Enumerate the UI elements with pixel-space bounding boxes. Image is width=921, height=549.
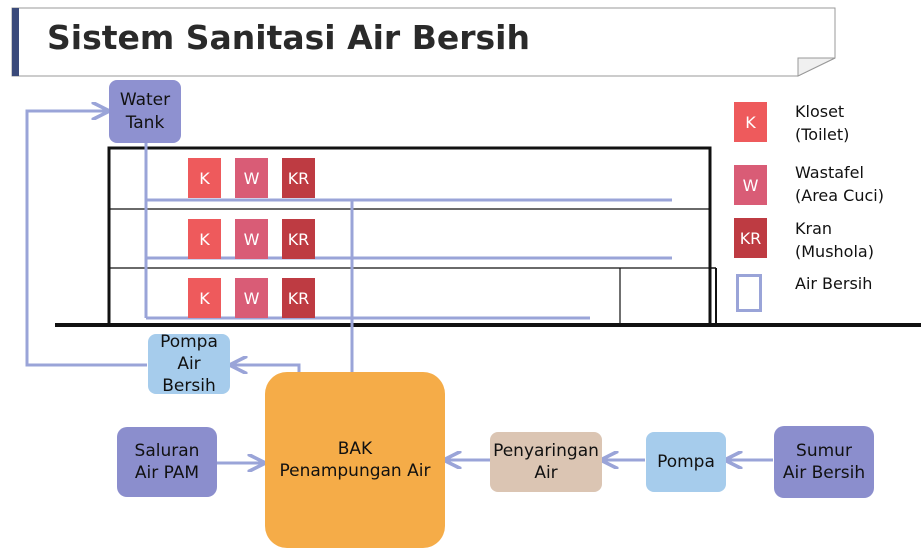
saluran-pam-node: Saluran Air PAM bbox=[117, 427, 217, 497]
water-tank-node: Water Tank bbox=[109, 80, 181, 143]
kran-fixture: KR bbox=[282, 219, 315, 259]
kran-fixture: KR bbox=[282, 278, 315, 318]
clean-water-pipes bbox=[25, 111, 773, 463]
legend-label-wastafel: Wastafel (Area Cuci) bbox=[795, 163, 884, 206]
page-title: Sistem Sanitasi Air Bersih bbox=[47, 18, 530, 57]
kloset-fixture: K bbox=[188, 158, 221, 198]
legend-swatch-kloset: K bbox=[734, 102, 767, 142]
legend-swatch-wastafel: W bbox=[734, 165, 767, 205]
wastafel-fixture: W bbox=[235, 278, 268, 318]
kloset-fixture: K bbox=[188, 219, 221, 259]
legend-label-kran: Kran (Mushola) bbox=[795, 219, 874, 262]
sumur-node: Sumur Air Bersih bbox=[774, 426, 874, 498]
wastafel-fixture: W bbox=[235, 219, 268, 259]
bak-penampungan-node: BAK Penampungan Air bbox=[265, 372, 445, 548]
legend-swatch-kran: KR bbox=[734, 218, 767, 258]
pompa-node: Pompa bbox=[646, 432, 726, 492]
kran-fixture: KR bbox=[282, 158, 315, 198]
building bbox=[55, 146, 921, 327]
pompa-air-bersih-node: Pompa Air Bersih bbox=[148, 332, 230, 396]
kloset-fixture: K bbox=[188, 278, 221, 318]
penyaringan-node: Penyaringan Air bbox=[490, 432, 602, 492]
legend-label-air-bersih: Air Bersih bbox=[795, 274, 873, 293]
legend-label-kloset: Kloset (Toilet) bbox=[795, 102, 850, 145]
wastafel-fixture: W bbox=[235, 158, 268, 198]
legend-swatch-air-bersih bbox=[736, 274, 762, 312]
